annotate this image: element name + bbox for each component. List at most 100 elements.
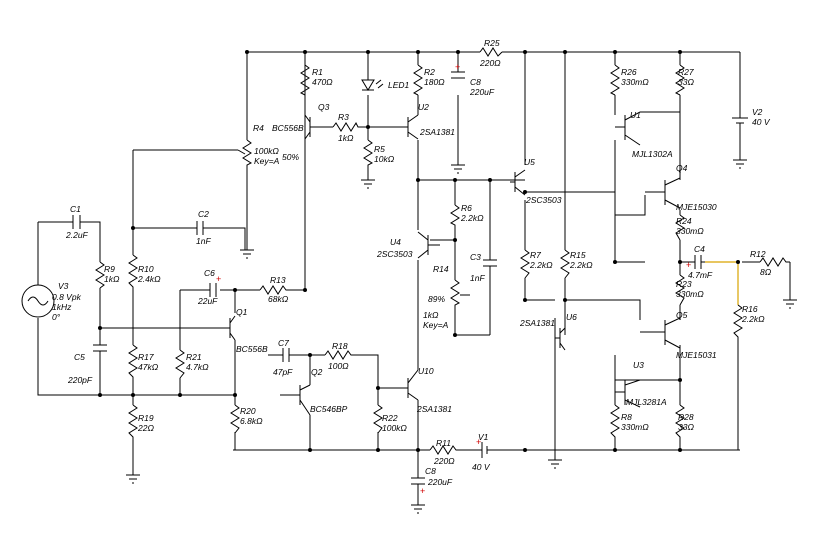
resistor-R5[interactable]: R5 10kΩ bbox=[363, 139, 395, 170]
r11-value: 220Ω bbox=[433, 456, 455, 466]
v2-label: V2 bbox=[752, 107, 763, 117]
transistor-Q1[interactable]: Q1 BC556B bbox=[225, 307, 268, 354]
u6-part: 2SA1381 bbox=[519, 318, 555, 328]
c8a-label: C8 bbox=[470, 77, 481, 87]
u5-label: U5 bbox=[524, 157, 535, 167]
capacitor-C8-bottom[interactable]: + C8 220uF bbox=[411, 450, 453, 496]
r22-label: R22 bbox=[382, 413, 398, 423]
r19-value: 22Ω bbox=[137, 423, 154, 433]
potentiometer-R14[interactable]: R14 89% 1kΩ Key=A bbox=[423, 264, 470, 330]
u4-part: 2SC3503 bbox=[376, 249, 413, 259]
resistor-R26[interactable]: R26 330mΩ bbox=[609, 64, 649, 96]
battery-V2[interactable]: V2 40 V bbox=[732, 107, 771, 135]
r25-value: 220Ω bbox=[479, 58, 501, 68]
resistor-R7[interactable]: R7 2.2kΩ bbox=[520, 249, 553, 279]
c1-label: C1 bbox=[70, 204, 81, 214]
r23-label: R23 bbox=[676, 279, 692, 289]
resistor-R9[interactable]: R9 1kΩ bbox=[95, 261, 120, 289]
led-label: LED1 bbox=[388, 80, 410, 90]
resistor-R21[interactable]: R21 4.7kΩ bbox=[175, 349, 209, 379]
svg-text:+: + bbox=[686, 260, 691, 270]
transistor-U5[interactable]: U5 2SC3503 bbox=[510, 157, 562, 205]
capacitor-C8-top[interactable]: + C8 220uF bbox=[451, 62, 495, 97]
transistor-Q2[interactable]: Q2 BC546BP bbox=[280, 367, 348, 416]
c6-value: 22uF bbox=[197, 296, 218, 306]
resistor-R1[interactable]: R1 470Ω bbox=[299, 64, 333, 96]
transistor-U2[interactable]: U2 2SA1381 bbox=[405, 102, 455, 140]
v3-amplitude: 0.8 Vpk bbox=[52, 292, 82, 302]
transistor-Q4[interactable]: Q4 MJE15030 bbox=[645, 163, 717, 212]
u2-label: U2 bbox=[418, 102, 429, 112]
q2-part: BC546BP bbox=[310, 404, 348, 414]
c3-value: 1nF bbox=[470, 273, 485, 283]
resistor-R6[interactable]: R6 2.2kΩ bbox=[449, 203, 484, 230]
v3-label: V3 bbox=[58, 281, 69, 291]
transistor-U4[interactable]: U4 2SC3503 bbox=[376, 231, 440, 259]
r21-label: R21 bbox=[186, 352, 202, 362]
resistor-R12[interactable]: R12 8Ω bbox=[750, 249, 790, 277]
transistor-U3[interactable]: U3 MJL3281A bbox=[615, 360, 667, 408]
resistor-R2[interactable]: R2 180Ω bbox=[412, 64, 445, 96]
resistor-R19[interactable]: R19 22Ω bbox=[128, 404, 154, 440]
resistor-R15[interactable]: R15 2.2kΩ bbox=[560, 249, 593, 279]
resistor-R20[interactable]: R20 6.8kΩ bbox=[230, 404, 263, 434]
r27-label: R27 bbox=[678, 67, 694, 77]
capacitor-C5[interactable]: C5 220pF bbox=[67, 344, 107, 385]
resistor-R10[interactable]: R10 2.4kΩ bbox=[128, 254, 161, 290]
r25-label: R25 bbox=[484, 38, 500, 48]
resistor-R17[interactable]: R17 47kΩ bbox=[128, 344, 159, 385]
resistor-R8[interactable]: R8 330mΩ bbox=[610, 404, 649, 440]
resistor-R18[interactable]: R18 100Ω bbox=[324, 341, 355, 371]
r4-key: Key=A bbox=[254, 156, 280, 166]
r12-label: R12 bbox=[750, 249, 766, 259]
r8-label: R8 bbox=[621, 412, 632, 422]
capacitor-C3[interactable]: C3 1nF bbox=[470, 252, 497, 283]
c2-label: C2 bbox=[198, 209, 209, 219]
capacitor-C1[interactable]: C1 2.2uF bbox=[60, 204, 93, 240]
resistor-R3[interactable]: R3 1kΩ bbox=[332, 112, 360, 143]
resistor-R22[interactable]: R22 100kΩ bbox=[373, 404, 407, 434]
r14-key: Key=A bbox=[423, 320, 449, 330]
battery-V1[interactable]: + V1 40 V bbox=[472, 432, 500, 472]
r14-percent: 89% bbox=[428, 294, 445, 304]
resistor-R11[interactable]: R11 220Ω bbox=[429, 438, 460, 466]
resistor-R16[interactable]: R16 2.2kΩ bbox=[733, 304, 765, 340]
resistor-R23[interactable]: R23 330mΩ bbox=[675, 274, 704, 306]
resistor-R28[interactable]: R28 33Ω bbox=[675, 404, 694, 440]
c1-value: 2.2uF bbox=[65, 230, 89, 240]
c7-label: C7 bbox=[278, 338, 289, 348]
transistor-U10[interactable]: U10 2SA1381 bbox=[407, 366, 452, 414]
r27-value: 33Ω bbox=[678, 77, 694, 87]
capacitor-C7[interactable]: C7 47pF bbox=[273, 338, 297, 377]
r18-label: R18 bbox=[332, 341, 348, 351]
r7-value: 2.2kΩ bbox=[529, 260, 553, 270]
resistor-R24[interactable]: R24 330mΩ bbox=[675, 214, 704, 241]
transistor-U6[interactable]: U6 2SA1381 bbox=[519, 312, 577, 351]
u10-part: 2SA1381 bbox=[416, 404, 452, 414]
c5-label: C5 bbox=[74, 352, 85, 362]
resistor-R13[interactable]: R13 68kΩ bbox=[259, 275, 290, 304]
r28-value: 33Ω bbox=[678, 422, 694, 432]
capacitor-C6[interactable]: + C6 22uF bbox=[197, 268, 221, 306]
potentiometer-R4[interactable]: R4 100kΩ Key=A 50% bbox=[237, 123, 299, 170]
transistor-U1[interactable]: U1 MJL1302A bbox=[615, 110, 680, 159]
r20-label: R20 bbox=[240, 406, 256, 416]
r21-value: 4.7kΩ bbox=[186, 362, 209, 372]
r4-percent: 50% bbox=[282, 152, 299, 162]
r11-label: R11 bbox=[436, 438, 451, 448]
capacitor-C4[interactable]: + C4 4.7mF bbox=[686, 244, 713, 280]
transistor-Q3[interactable]: Q3 BC556B bbox=[272, 102, 330, 140]
resistor-R27[interactable]: R27 33Ω bbox=[674, 64, 694, 96]
led-LED1[interactable]: LED1 bbox=[361, 79, 410, 91]
resistor-R25[interactable]: R25 220Ω bbox=[479, 38, 503, 68]
transistor-Q5[interactable]: Q5 MJE15031 bbox=[640, 310, 717, 360]
r4-label: R4 bbox=[253, 123, 264, 133]
u5-part: 2SC3503 bbox=[525, 195, 562, 205]
source-V3[interactable]: V3 0.8 Vpk 1kHz 0° bbox=[21, 281, 82, 322]
r24-value: 330mΩ bbox=[676, 226, 704, 236]
capacitor-C2[interactable]: C2 1nF bbox=[190, 209, 211, 246]
v3-frequency: 1kHz bbox=[52, 302, 72, 312]
r20-value: 6.8kΩ bbox=[240, 416, 263, 426]
c4-label: C4 bbox=[694, 244, 705, 254]
